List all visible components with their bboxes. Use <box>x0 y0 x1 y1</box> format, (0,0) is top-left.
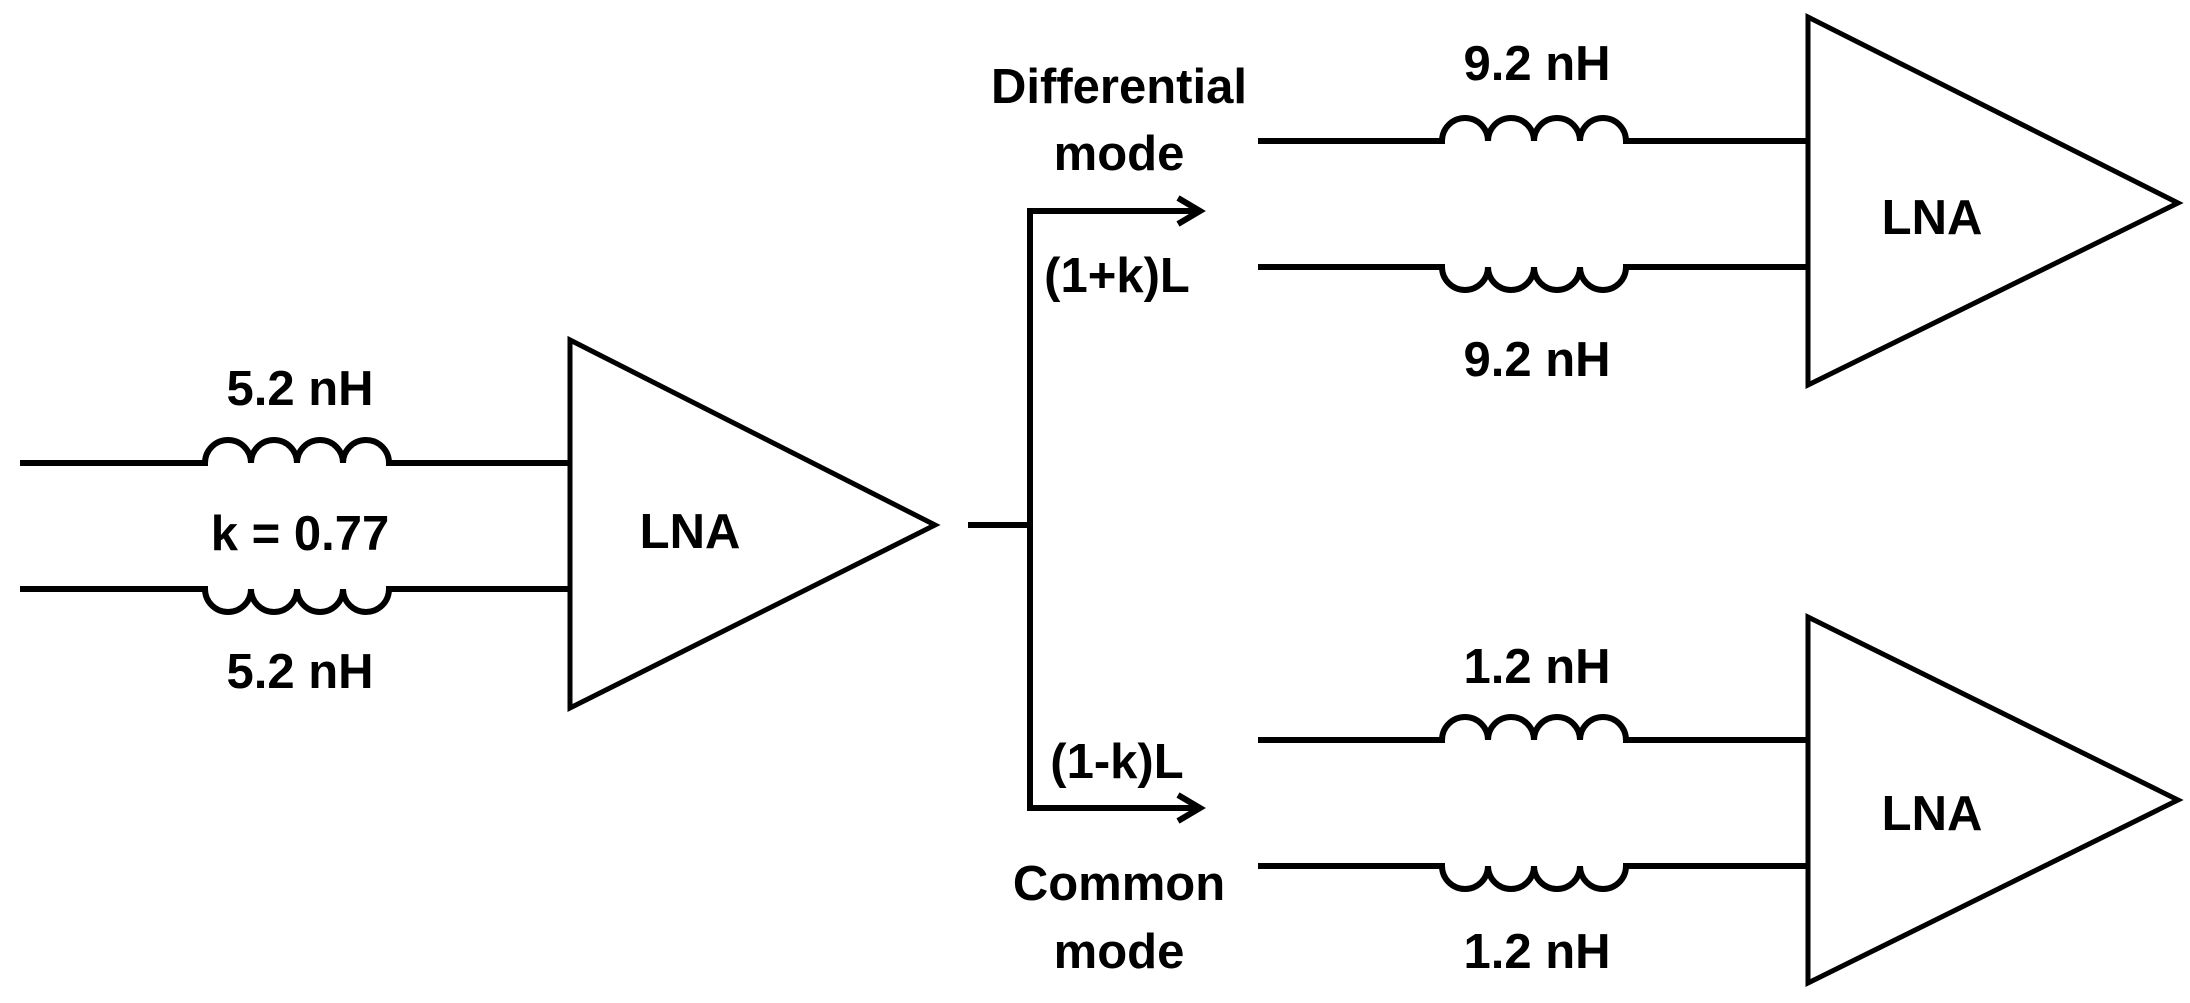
input-top-inductor-label: 5.2 nH <box>226 362 373 416</box>
common-top-inductor <box>1258 714 1808 743</box>
differential-bottom-inductor <box>1258 264 1808 293</box>
differential-bottom-inductor-label: 9.2 nH <box>1463 333 1610 387</box>
common-branch: Common mode 1.2 nH 1.2 nH LNA <box>1013 612 2184 988</box>
input-lna-amplifier <box>567 335 941 713</box>
input-top-inductor <box>20 437 570 466</box>
input-lna-label: LNA <box>640 505 741 559</box>
differential-branch: Differential mode 9.2 nH 9.2 nH LNA <box>991 12 2184 390</box>
common-mode-label-line1: Common <box>1013 857 1225 911</box>
input-bottom-inductor-label: 5.2 nH <box>226 645 373 699</box>
coupling-coefficient-label: k = 0.77 <box>211 507 389 561</box>
differential-mode-label-line1: Differential <box>991 60 1247 114</box>
common-mode-label-line2: mode <box>1054 925 1185 979</box>
common-lna-label: LNA <box>1882 787 1983 841</box>
common-bottom-inductor-label: 1.2 nH <box>1463 925 1610 979</box>
common-inductance-label: (1-k)L <box>1050 735 1183 789</box>
input-bottom-inductor <box>20 586 570 615</box>
differential-lna-label: LNA <box>1882 191 1983 245</box>
differential-arrowhead <box>1176 195 1206 227</box>
differential-top-inductor-label: 9.2 nH <box>1463 37 1610 91</box>
differential-inductance-label: (1+k)L <box>1044 249 1190 303</box>
common-bottom-inductor <box>1258 863 1808 892</box>
input-stage: 5.2 nH k = 0.77 5.2 nH LNA <box>20 335 941 713</box>
mode-splitter: (1+k)L (1-k)L <box>968 195 1206 824</box>
common-top-inductor-label: 1.2 nH <box>1463 640 1610 694</box>
differential-top-inductor <box>1258 115 1808 144</box>
common-arrowhead <box>1176 792 1206 824</box>
common-lna-amplifier <box>1805 612 2184 988</box>
differential-mode-label-line2: mode <box>1054 127 1185 181</box>
differential-lna-amplifier <box>1805 12 2184 390</box>
